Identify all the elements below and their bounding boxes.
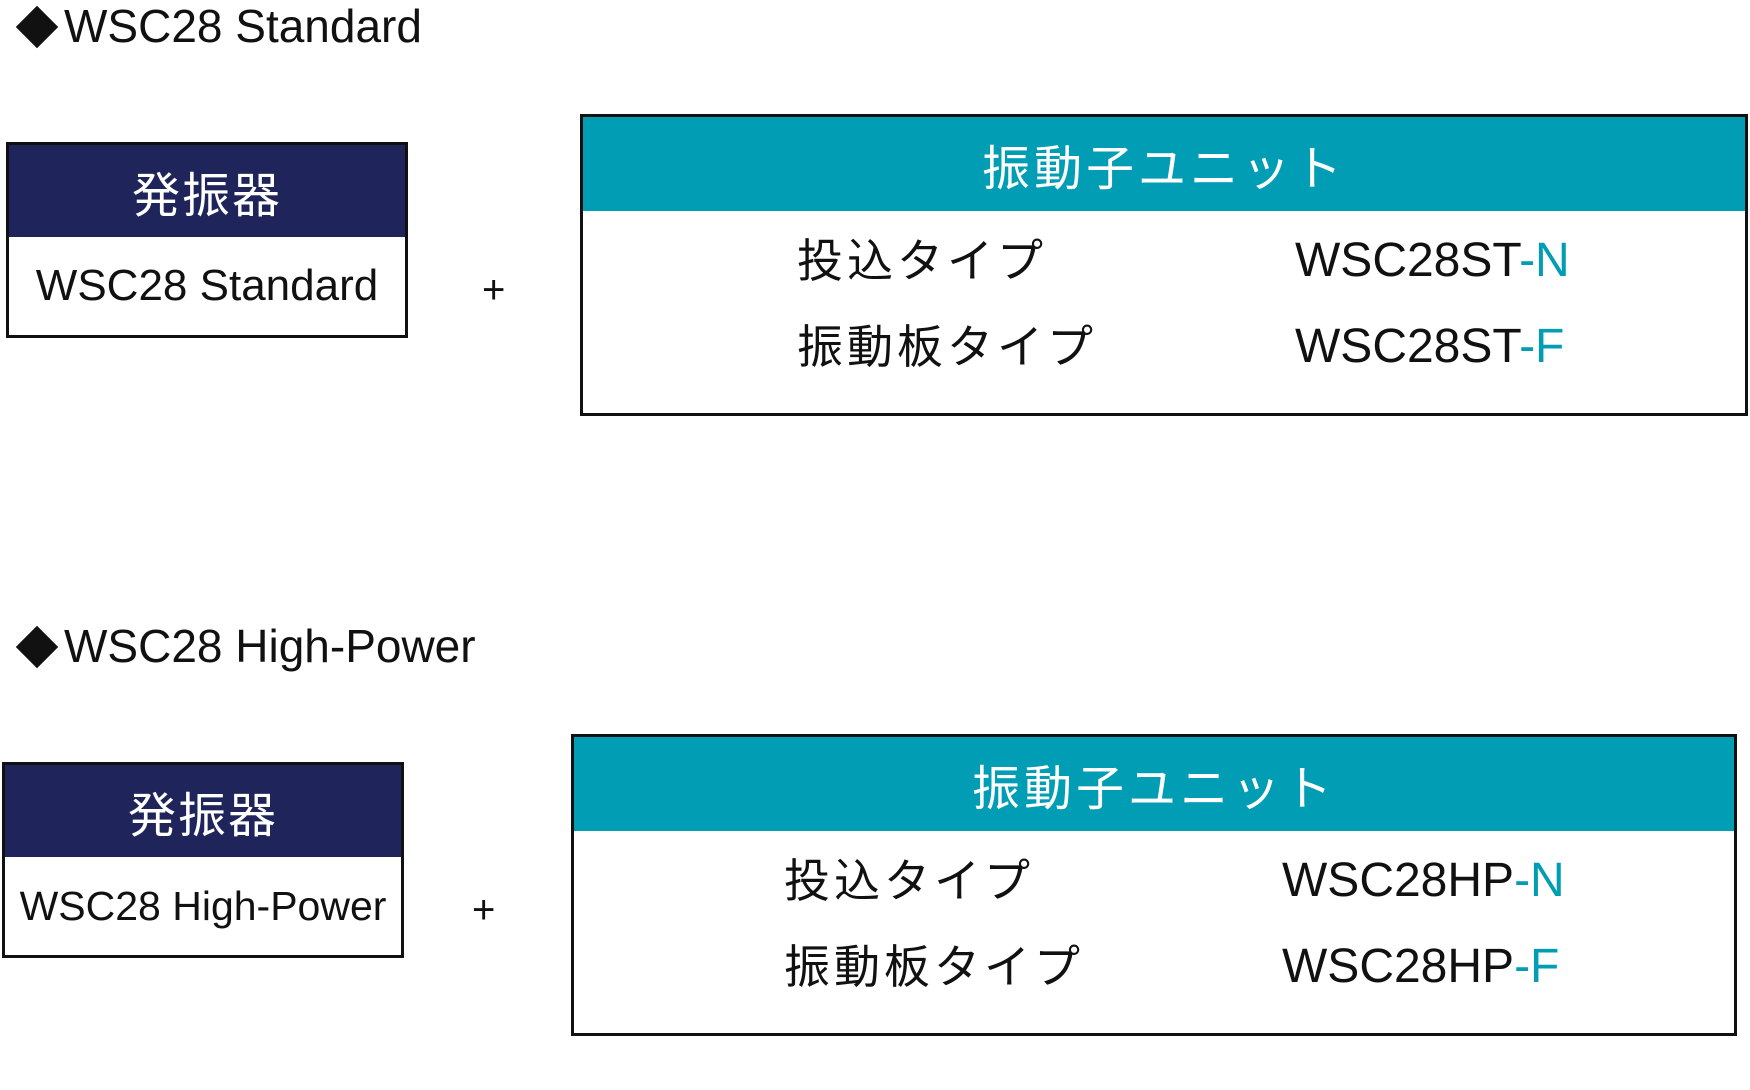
model-base: WSC28HP (1282, 854, 1515, 907)
unit-model: WSC28HP-F (1282, 927, 1559, 1007)
oscillator-header: 発振器 (9, 145, 405, 237)
model-suffix: -N (1519, 234, 1570, 287)
unit-type-label: 投込タイプ (797, 234, 1047, 288)
unit-row-immersion: 投込タイプ WSC28HP-N (574, 841, 1734, 921)
model-base: WSC28ST (1295, 320, 1520, 373)
transducer-unit-header: 振動子ユニット (574, 737, 1734, 831)
section-title-text: WSC28 Standard (64, 0, 422, 52)
plus-sign: + (482, 268, 506, 312)
oscillator-header: 発振器 (5, 765, 401, 857)
model-suffix: -F (1519, 320, 1565, 373)
oscillator-model: WSC28 High-Power (19, 882, 387, 929)
model-suffix: -F (1514, 940, 1560, 993)
plus-sign: + (472, 888, 496, 932)
unit-row-plate: 振動板タイプ WSC28ST-F (583, 307, 1745, 387)
section-high-power: WSC28 High-Power 発振器 WSC28 High-Power + … (0, 620, 1750, 1090)
unit-model: WSC28HP-N (1282, 841, 1565, 921)
section-title: WSC28 Standard (14, 0, 422, 52)
section-title: WSC28 High-Power (14, 620, 476, 672)
section-title-text: WSC28 High-Power (64, 620, 476, 672)
unit-model: WSC28ST-N (1295, 221, 1570, 301)
model-suffix: -N (1514, 854, 1565, 907)
oscillator-box: 発振器 WSC28 High-Power (2, 762, 404, 958)
transducer-unit-header: 振動子ユニット (583, 117, 1745, 211)
unit-model: WSC28ST-F (1295, 307, 1564, 387)
black-diamond-icon (15, 625, 59, 669)
oscillator-model: WSC28 Standard (35, 261, 379, 310)
unit-row-plate: 振動板タイプ WSC28HP-F (574, 927, 1734, 1007)
unit-type-label: 投込タイプ (784, 854, 1034, 908)
oscillator-box: 発振器 WSC28 Standard (6, 142, 408, 338)
black-diamond-icon (15, 5, 59, 49)
unit-type-label: 振動板タイプ (797, 320, 1097, 374)
model-base: WSC28HP (1282, 940, 1515, 993)
unit-type-label: 振動板タイプ (784, 940, 1084, 994)
transducer-unit-box: 振動子ユニット 投込タイプ WSC28ST-N 振動板タイプ WSC28ST-F (580, 114, 1748, 416)
model-base: WSC28ST (1295, 234, 1520, 287)
transducer-unit-box: 振動子ユニット 投込タイプ WSC28HP-N 振動板タイプ WSC28HP-F (571, 734, 1737, 1036)
unit-row-immersion: 投込タイプ WSC28ST-N (583, 221, 1745, 301)
section-standard: WSC28 Standard 発振器 WSC28 Standard + 振動子ユ… (0, 0, 1750, 470)
